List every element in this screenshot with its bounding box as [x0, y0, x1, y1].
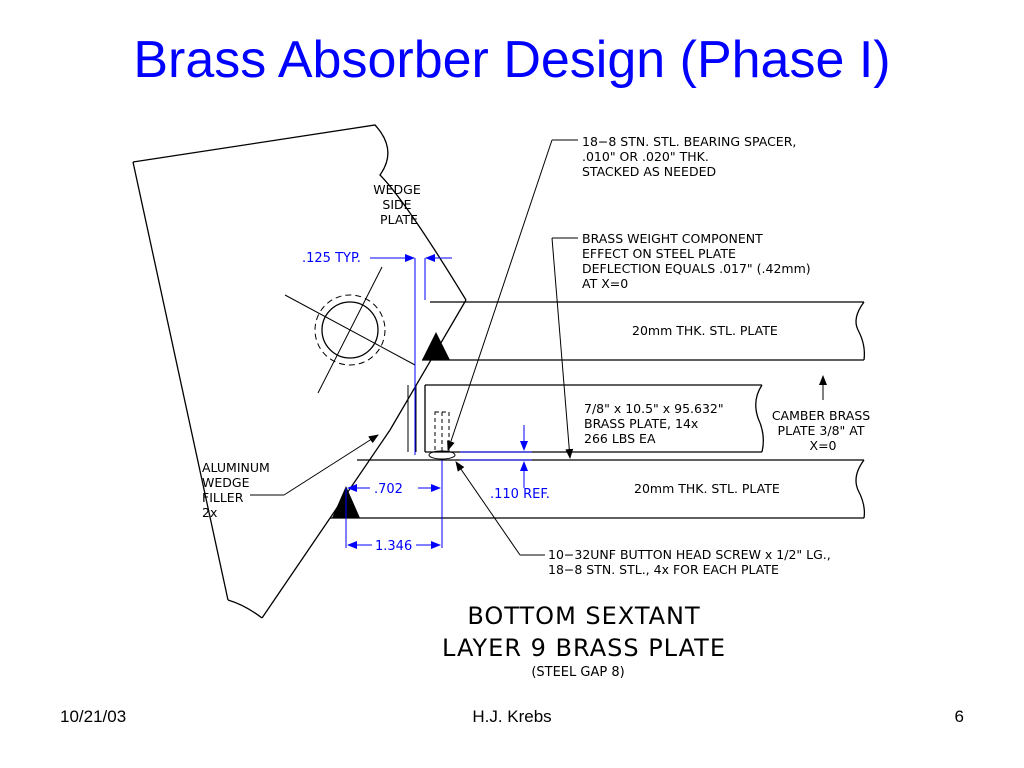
- top-steel-plate: [422, 301, 866, 361]
- dimension-125-label: .125 TYP.: [302, 251, 361, 266]
- engineering-drawing: .125 TYP. .702 1.346 .110 REF.: [132, 124, 874, 680]
- dimension-125-typ: [370, 254, 452, 455]
- camber-label: CAMBER BRASS PLATE 3/8" AT X=0: [772, 408, 874, 453]
- dimension-702: [345, 460, 443, 548]
- footer-page-number: 6: [954, 707, 964, 726]
- bearing-hole: [284, 266, 416, 394]
- leader-aluminum-wedge: [250, 434, 379, 496]
- caption-line-1: BOTTOM SEXTANT: [467, 602, 700, 630]
- bottom-steel-plate: [330, 459, 866, 519]
- slide-title: Brass Absorber Design (Phase I): [133, 31, 891, 89]
- caption-line-2: LAYER 9 BRASS PLATE: [442, 634, 726, 662]
- leader-brass-weight: [551, 237, 578, 459]
- brass-plate-label: 7/8" x 10.5" x 95.632" BRASS PLATE, 14x …: [584, 401, 728, 446]
- bottom-steel-plate-label: 20mm THK. STL. PLATE: [634, 481, 780, 496]
- dimension-702-label: .702: [374, 482, 403, 497]
- wedge-side-plate: [132, 124, 467, 619]
- brass-weight-label: BRASS WEIGHT COMPONENT EFFECT ON STEEL P…: [582, 231, 815, 291]
- gap-lines: [407, 385, 417, 452]
- leader-bearing-spacer: [447, 139, 578, 451]
- leader-screw: [455, 461, 545, 556]
- aluminum-wedge-label: ALUMINUM WEDGE FILLER 2x: [202, 460, 274, 520]
- wedge-side-plate-label: WEDGE SIDE PLATE: [373, 182, 424, 227]
- dimension-110-label: .110 REF.: [490, 487, 550, 502]
- bearing-spacer-label: 18−8 STN. STL. BEARING SPACER, .010" OR …: [582, 134, 800, 179]
- dimension-110-ref: [460, 425, 532, 488]
- button-head-screw: [428, 411, 456, 460]
- caption-line-3: (STEEL GAP 8): [531, 665, 624, 680]
- dimension-1346-label: 1.346: [375, 539, 412, 554]
- top-steel-plate-label: 20mm THK. STL. PLATE: [632, 323, 778, 338]
- screw-label: 10−32UNF BUTTON HEAD SCREW x 1/2" LG., 1…: [548, 547, 835, 577]
- footer-author: H.J. Krebs: [472, 707, 552, 726]
- footer-date: 10/21/03: [60, 707, 127, 726]
- weld-triangle-top: [422, 332, 450, 360]
